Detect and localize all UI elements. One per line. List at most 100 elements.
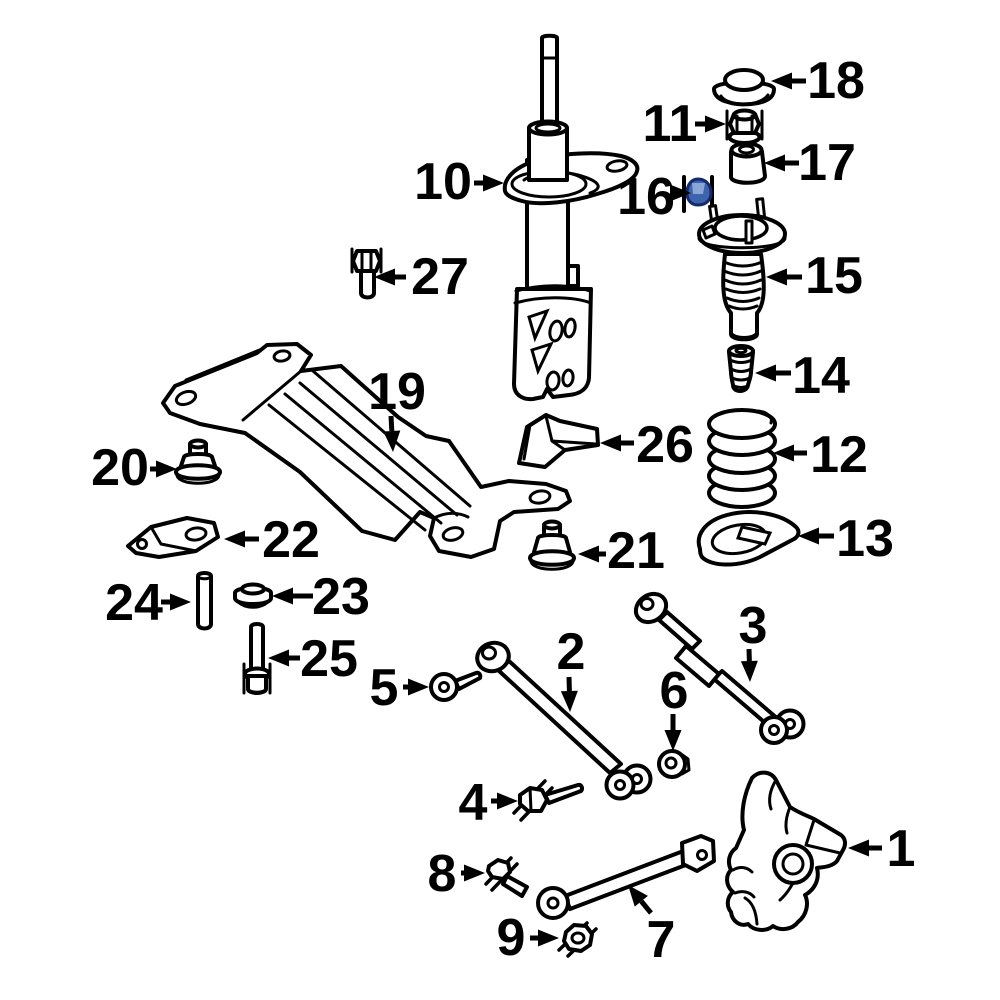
callout-12-arrowhead-icon bbox=[773, 444, 794, 462]
part-24-spacer-pin bbox=[196, 571, 213, 631]
callout-8: 8 bbox=[428, 845, 485, 903]
callout-19-number: 19 bbox=[368, 363, 426, 421]
callout-11: 11 bbox=[643, 95, 726, 153]
callout-27: 27 bbox=[374, 248, 469, 306]
callout-6: 6 bbox=[660, 662, 689, 751]
part-13-spring-seat bbox=[696, 510, 801, 567]
callout-16-number: 16 bbox=[617, 168, 675, 226]
callout-19: 19 bbox=[368, 363, 426, 452]
part-26-heat-shield-bracket bbox=[517, 413, 600, 469]
callout-13-arrowhead-icon bbox=[798, 527, 819, 545]
part-22-stay-bracket bbox=[126, 516, 220, 559]
callout-12-number: 12 bbox=[810, 426, 868, 484]
callout-14: 14 bbox=[755, 347, 850, 405]
callout-21-number: 21 bbox=[607, 522, 665, 580]
part-1-knuckle bbox=[725, 770, 848, 932]
callout-2-number: 2 bbox=[557, 623, 586, 681]
callout-27-arrowhead-icon bbox=[374, 268, 395, 286]
callout-3-arrowhead-icon bbox=[740, 660, 758, 682]
callout-7-number: 7 bbox=[647, 911, 676, 969]
callout-18-number: 18 bbox=[807, 52, 865, 110]
callout-13-number: 13 bbox=[836, 510, 894, 568]
part-5-washer-bolt bbox=[429, 670, 483, 702]
part-21-crossmember-grommet bbox=[528, 519, 576, 571]
callout-27-number: 27 bbox=[411, 248, 469, 306]
callout-23: 23 bbox=[272, 568, 370, 626]
callout-20: 20 bbox=[91, 439, 177, 497]
part-20-crossmember-grommet bbox=[174, 438, 222, 485]
part-23-cap-grommet bbox=[233, 582, 273, 609]
callout-18: 18 bbox=[771, 52, 865, 110]
callout-9: 9 bbox=[497, 909, 559, 967]
callout-10-arrowhead-icon bbox=[483, 174, 504, 192]
callout-2-arrowhead-icon bbox=[560, 690, 578, 712]
callout-15-arrowhead-icon bbox=[766, 268, 787, 286]
callout-19-leader-line bbox=[388, 415, 395, 432]
callout-26: 26 bbox=[600, 416, 694, 474]
callout-6-number: 6 bbox=[660, 662, 689, 720]
part-19-suspension-crossmember bbox=[161, 342, 572, 559]
part-7-trailing-arm bbox=[536, 834, 716, 920]
callout-9-arrowhead-icon bbox=[538, 929, 559, 947]
callout-7-leader-line bbox=[639, 899, 653, 915]
callout-16: 16 bbox=[617, 168, 691, 226]
callout-2: 2 bbox=[557, 623, 586, 712]
callout-14-number: 14 bbox=[792, 347, 850, 405]
callout-26-number: 26 bbox=[636, 416, 694, 474]
callout-7-arrowhead-icon bbox=[628, 885, 648, 907]
part-12-coil-spring bbox=[707, 408, 777, 509]
callout-1-number: 1 bbox=[887, 820, 916, 878]
part-17-mount-spacer bbox=[729, 141, 767, 185]
callout-25: 25 bbox=[268, 630, 358, 688]
callout-11-number: 11 bbox=[643, 95, 698, 153]
part-14-bump-stop bbox=[727, 344, 755, 393]
callout-6-arrowhead-icon bbox=[664, 730, 682, 751]
callout-25-arrowhead-icon bbox=[268, 649, 289, 667]
callout-5: 5 bbox=[370, 659, 429, 717]
callout-4-arrowhead-icon bbox=[497, 792, 518, 810]
callout-20-arrowhead-icon bbox=[156, 460, 177, 478]
callout-4-number: 4 bbox=[459, 774, 488, 832]
callout-20-number: 20 bbox=[91, 439, 149, 497]
callout-21: 21 bbox=[578, 522, 665, 580]
part-10-strut-assembly bbox=[502, 33, 640, 402]
callout-3: 3 bbox=[739, 597, 767, 682]
part-9-trailing-arm-nut bbox=[557, 921, 598, 958]
callout-8-number: 8 bbox=[428, 845, 457, 903]
callout-10: 10 bbox=[414, 153, 504, 211]
callout-16-arrowhead-icon bbox=[670, 184, 691, 202]
callout-24: 24 bbox=[105, 574, 191, 632]
callout-17-number: 17 bbox=[798, 134, 856, 192]
part-18-mount-cap bbox=[712, 68, 776, 107]
callout-14-arrowhead-icon bbox=[755, 364, 776, 382]
callout-26-arrowhead-icon bbox=[600, 434, 621, 452]
callout-9-number: 9 bbox=[497, 909, 526, 967]
callout-22: 22 bbox=[224, 511, 320, 569]
callout-22-arrowhead-icon bbox=[224, 530, 245, 548]
part-3-adjustable-control-arm bbox=[633, 591, 806, 745]
part-16-nut-facet bbox=[692, 183, 705, 194]
part-8-trailing-arm-bolt bbox=[484, 856, 529, 898]
callout-23-arrowhead-icon bbox=[272, 587, 293, 605]
callout-23-number: 23 bbox=[312, 568, 370, 626]
part-15-strut-mount bbox=[697, 197, 787, 342]
callout-24-arrowhead-icon bbox=[170, 593, 191, 611]
callout-22-number: 22 bbox=[262, 511, 320, 569]
part-25-stud-bolt bbox=[242, 622, 272, 695]
callout-11-arrowhead-icon bbox=[705, 115, 726, 133]
callout-12: 12 bbox=[773, 426, 868, 484]
callout-4: 4 bbox=[459, 774, 518, 832]
part-4-control-arm-bolt bbox=[512, 779, 584, 822]
callout-18-arrowhead-icon bbox=[771, 72, 792, 90]
callout-24-number: 24 bbox=[105, 574, 163, 632]
callout-15-number: 15 bbox=[805, 247, 863, 305]
part-27-crossmember-bolt bbox=[350, 247, 383, 300]
callout-7: 7 bbox=[628, 885, 675, 969]
callout-5-number: 5 bbox=[370, 659, 399, 717]
callout-25-number: 25 bbox=[300, 630, 358, 688]
callout-1: 1 bbox=[848, 820, 915, 878]
callout-1-arrowhead-icon bbox=[848, 839, 869, 857]
callout-10-number: 10 bbox=[414, 153, 472, 211]
